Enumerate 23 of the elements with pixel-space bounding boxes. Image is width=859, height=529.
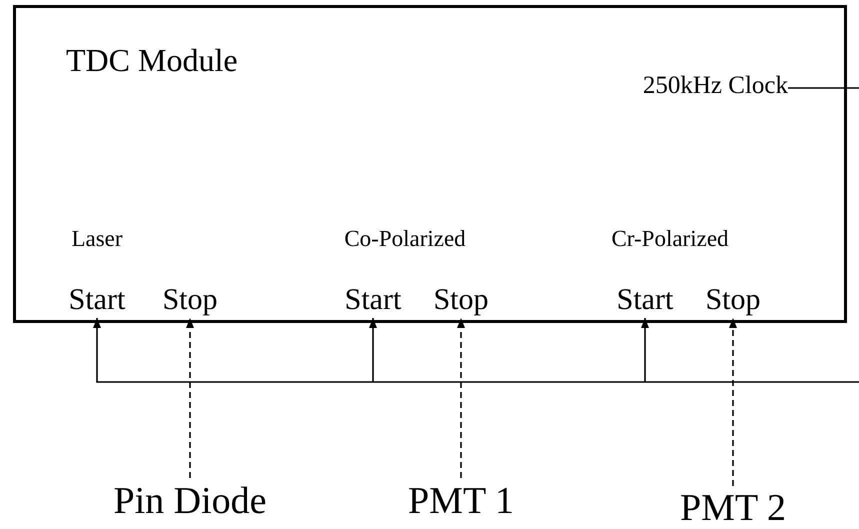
- port-label: Start: [52, 282, 142, 318]
- port-label: Stop: [145, 282, 235, 318]
- source-label: PMT 1: [391, 478, 531, 524]
- arrow: [186, 318, 194, 478]
- port-label: Start: [600, 282, 690, 318]
- arrow: [641, 318, 649, 382]
- channel-label: Co-Polarized: [343, 226, 467, 252]
- port-label: Stop: [416, 282, 506, 318]
- module-box: [13, 5, 847, 323]
- clock-label: 250kHz Clock: [548, 70, 788, 102]
- source-label: PMT 2: [663, 486, 803, 529]
- arrow: [457, 318, 465, 478]
- signal-line: [96, 381, 859, 383]
- port-label: Start: [328, 282, 418, 318]
- channel-label: Laser: [70, 226, 124, 252]
- source-label: Pin Diode: [90, 478, 290, 524]
- port-label: Stop: [688, 282, 778, 318]
- signal-line: [788, 87, 859, 89]
- arrow: [93, 318, 101, 382]
- module-title: TDC Module: [66, 42, 238, 79]
- arrow: [369, 318, 377, 382]
- channel-label: Cr-Polarized: [610, 226, 730, 252]
- arrow: [729, 318, 737, 486]
